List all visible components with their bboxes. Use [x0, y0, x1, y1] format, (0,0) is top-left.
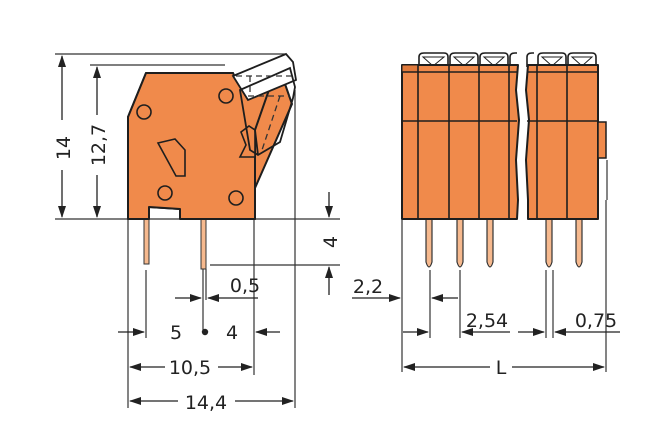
dim-label-pin-width: 0,5	[230, 275, 260, 297]
front-pole-dividers	[402, 65, 598, 219]
front-housing-left	[401, 64, 520, 220]
push-button	[231, 52, 298, 157]
dim-label-pin-length: 4	[320, 236, 342, 248]
side-housing-details	[136, 88, 256, 206]
dim-pin-spacing: 10,5	[129, 357, 253, 379]
front-extension-lines	[401, 160, 608, 372]
dim-pin-length: 4	[320, 192, 342, 295]
dim-label-edge-to-pin: 2,2	[353, 276, 383, 298]
side-view: 14 12,7 4 0,5 5 4	[53, 52, 342, 414]
dim-pin-to-edge: 0,75	[518, 310, 620, 336]
dim-housing-height: 12,7	[88, 66, 110, 218]
dim-label-housing-height: 12,7	[88, 124, 110, 166]
side-pins	[143, 218, 207, 300]
dim-length: L	[403, 357, 605, 379]
dim-total-height: 14	[53, 55, 75, 218]
dim-pitch: 2,54	[403, 310, 510, 336]
dim-label-pin-to-edge: 0,75	[575, 310, 617, 332]
front-view: 2,2 2,54 0,75 L	[352, 52, 620, 379]
dim-label-total-height: 14	[53, 136, 75, 160]
front-housing-right	[525, 64, 599, 220]
dim-pin-width: 0,5	[175, 275, 260, 302]
dim-label-total-width: 14,4	[185, 392, 227, 414]
dim-label-pin-spacing: 10,5	[169, 357, 211, 379]
dim-label-offset-right: 4	[226, 322, 238, 344]
dim-label-pitch: 2,54	[466, 310, 508, 332]
front-pins	[425, 218, 583, 268]
dim-edge-to-pin: 2,2	[352, 276, 458, 302]
dim-label-length: L	[496, 357, 507, 379]
dim-offsets: 5 4	[118, 322, 280, 344]
dim-label-offset-left: 5	[170, 322, 182, 344]
dim-total-width: 14,4	[129, 392, 294, 414]
front-side-lug	[597, 121, 607, 159]
push-button-hidden-lines	[236, 75, 292, 151]
